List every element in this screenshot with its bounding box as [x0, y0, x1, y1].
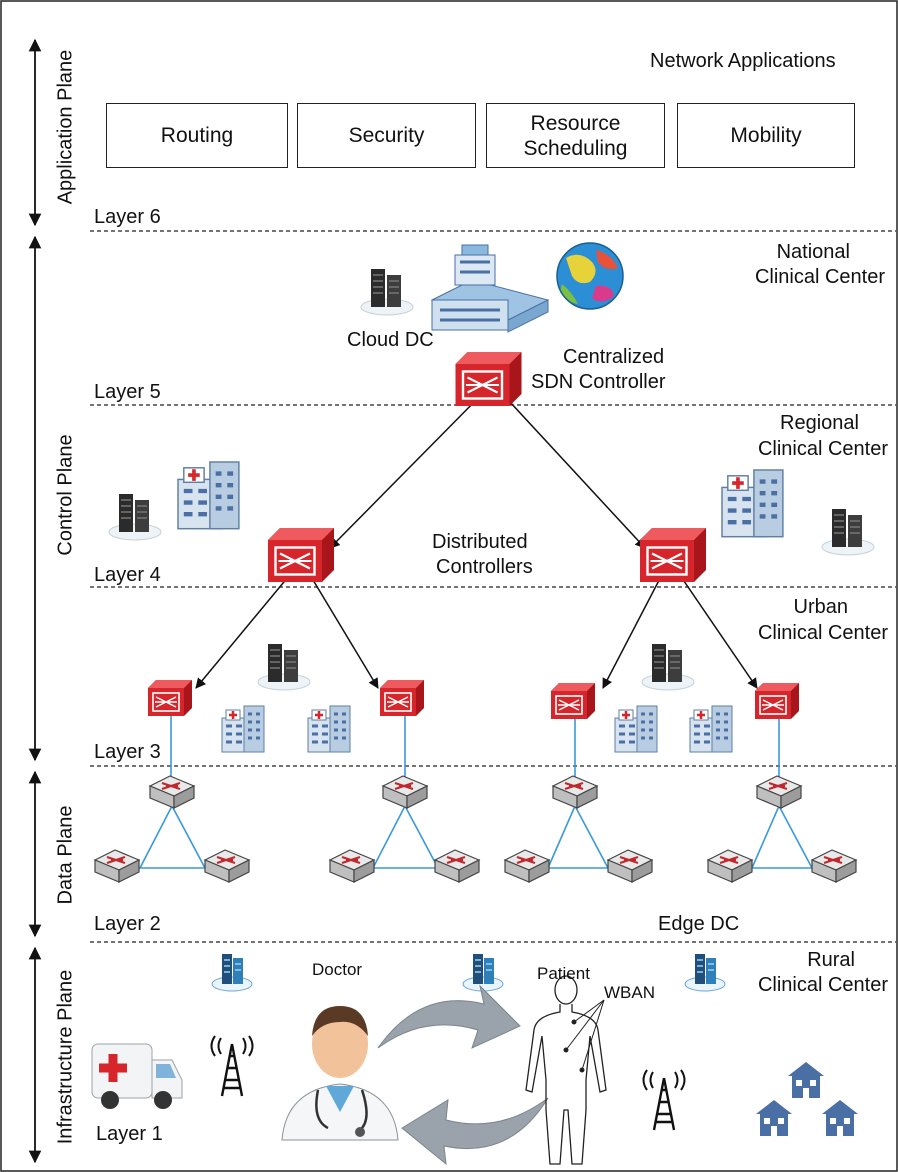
layer-6-label: Layer 6	[94, 206, 161, 228]
urban-controller-2-icon	[379, 679, 425, 717]
layer-5-label: Layer 5	[94, 381, 161, 403]
urban-label-line1: Urban	[793, 596, 848, 618]
national-label-line1: National	[776, 241, 850, 263]
security-label: Security	[348, 124, 425, 147]
edge-cloud-server-2-icon	[462, 953, 504, 992]
distributed-controller-left-icon	[266, 526, 336, 584]
wban-label: WBAN	[604, 983, 655, 1002]
antenna-left-icon	[210, 1034, 254, 1098]
rural-label-line2: Clinical Center	[757, 974, 888, 996]
urban-controller-1-icon	[147, 679, 193, 717]
national-hospital-icon	[430, 244, 550, 333]
urban-hospital-icons	[220, 704, 734, 754]
antenna-right-icon	[642, 1068, 686, 1132]
patient-body-icon	[525, 975, 607, 1165]
national-label-line2: Clinical Center	[754, 266, 885, 288]
layer-3-label: Layer 3	[94, 741, 161, 763]
urban-controller-3-icon	[550, 682, 596, 720]
rural-label-line1: Rural	[807, 949, 855, 971]
centralized-label-line2: SDN Controller	[531, 371, 666, 393]
data-plane-switches	[94, 775, 857, 883]
routing-box: Routing	[106, 103, 288, 168]
ambulance-icon	[91, 1043, 183, 1109]
centralized-controller-icon	[454, 350, 523, 408]
regional-label-line1: Regional	[780, 412, 859, 434]
cloud-dc-server-icon	[360, 268, 414, 316]
globe-icon	[556, 242, 624, 310]
infrastructure-plane-label: Infrastructure Plane	[54, 969, 77, 1145]
layer-1-label: Layer 1	[96, 1123, 163, 1145]
cloud-dc-label: Cloud DC	[347, 329, 434, 351]
doctor-icon	[281, 1006, 399, 1141]
network-applications-title: Network Applications	[650, 50, 836, 72]
controller-links	[195, 387, 758, 689]
regional-hospital-icons	[178, 462, 783, 537]
layer-dividers	[90, 230, 896, 943]
centralized-label-line1: Centralized	[563, 346, 665, 368]
urban-left-server-icon	[257, 643, 311, 691]
application-plane-label: Application Plane	[54, 49, 77, 205]
doctor-label: Doctor	[312, 960, 363, 979]
distributed-label-line1: Distributed	[432, 531, 528, 553]
data-plane-links	[138, 712, 814, 869]
edge-dc-label: Edge DC	[658, 913, 740, 935]
layer-2-label: Layer 2	[94, 913, 161, 935]
security-box: Security	[297, 103, 476, 168]
regional-label-line2: Clinical Center	[757, 438, 888, 460]
resource-label-line2: Scheduling	[523, 136, 628, 160]
urban-right-server-icon	[641, 643, 695, 691]
edge-cloud-server-1-icon	[211, 953, 253, 992]
routing-label: Routing	[160, 124, 234, 147]
urban-label-line2: Clinical Center	[757, 622, 888, 644]
rural-houses-icon	[756, 1062, 858, 1136]
mobility-box: Mobility	[677, 103, 855, 168]
layer-4-label: Layer 4	[94, 564, 161, 586]
distributed-label-line2: Controllers	[436, 556, 533, 578]
urban-controller-4-icon	[754, 682, 800, 720]
wban-links	[563, 999, 605, 1073]
control-plane-label: Control Plane	[54, 434, 77, 556]
regional-left-server-icon	[108, 493, 162, 541]
doctor-patient-arrows	[377, 984, 549, 1166]
patient-label: Patient	[537, 964, 590, 983]
regional-right-server-icon	[821, 508, 875, 556]
data-plane-label: Data Plane	[54, 805, 77, 905]
distributed-controller-right-icon	[638, 526, 708, 584]
mobility-label: Mobility	[730, 124, 802, 147]
resource-scheduling-box: Resource Scheduling	[486, 103, 665, 168]
resource-label-line1: Resource	[530, 111, 621, 135]
